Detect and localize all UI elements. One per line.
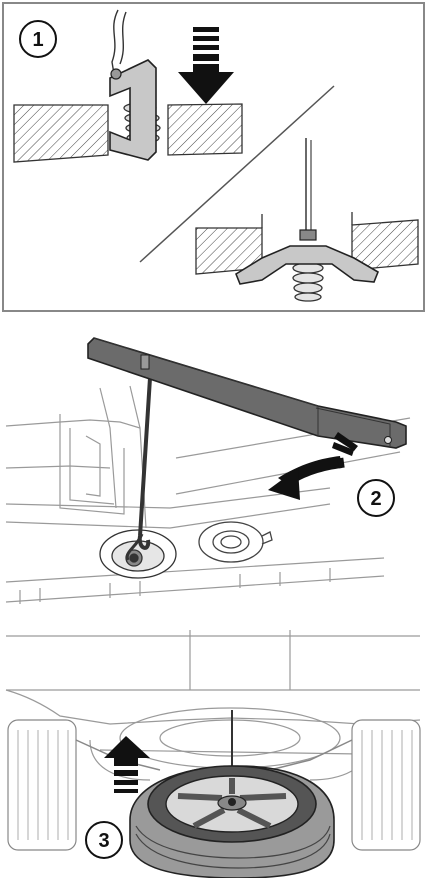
clamp-bracket-lower	[235, 245, 379, 285]
rear-wheel-left	[7, 719, 77, 851]
step-3-number: 3	[98, 830, 109, 852]
step-2-illustration: 2	[5, 337, 411, 604]
cable	[111, 9, 119, 75]
spare-wheel	[129, 765, 335, 878]
winch-hole	[99, 529, 177, 579]
step-3-badge: 3	[85, 821, 123, 859]
step-2-panel: 2	[0, 318, 428, 618]
floor-section-right	[167, 103, 243, 156]
arrow-up-icon	[104, 736, 150, 793]
step-3-illustration: 3	[5, 630, 421, 878]
arrow-down-icon	[178, 27, 234, 104]
step-1-number: 1	[32, 29, 43, 51]
step-2-badge: 2	[357, 479, 395, 517]
step-1-illustration: 1	[2, 2, 425, 312]
step-1-panel: 1	[0, 0, 428, 316]
vehicle-rear-outline	[5, 630, 421, 781]
step-3-panel: 3	[0, 620, 428, 878]
rear-wheel-right	[351, 719, 421, 851]
rotate-arrow-icon	[268, 432, 358, 500]
step-1-frame	[2, 2, 425, 312]
step-1-badge: 1	[19, 20, 57, 58]
wheel-brace-rod	[137, 377, 152, 550]
cover-disc	[198, 521, 273, 563]
step-2-number: 2	[370, 488, 381, 510]
divider-line	[139, 85, 335, 263]
spring-lower-icon	[292, 262, 324, 302]
clamp-bracket	[109, 59, 157, 161]
wheel-brace-handle	[87, 337, 407, 449]
floor-section-left	[13, 104, 109, 163]
floor-section-lower-right	[351, 219, 419, 271]
